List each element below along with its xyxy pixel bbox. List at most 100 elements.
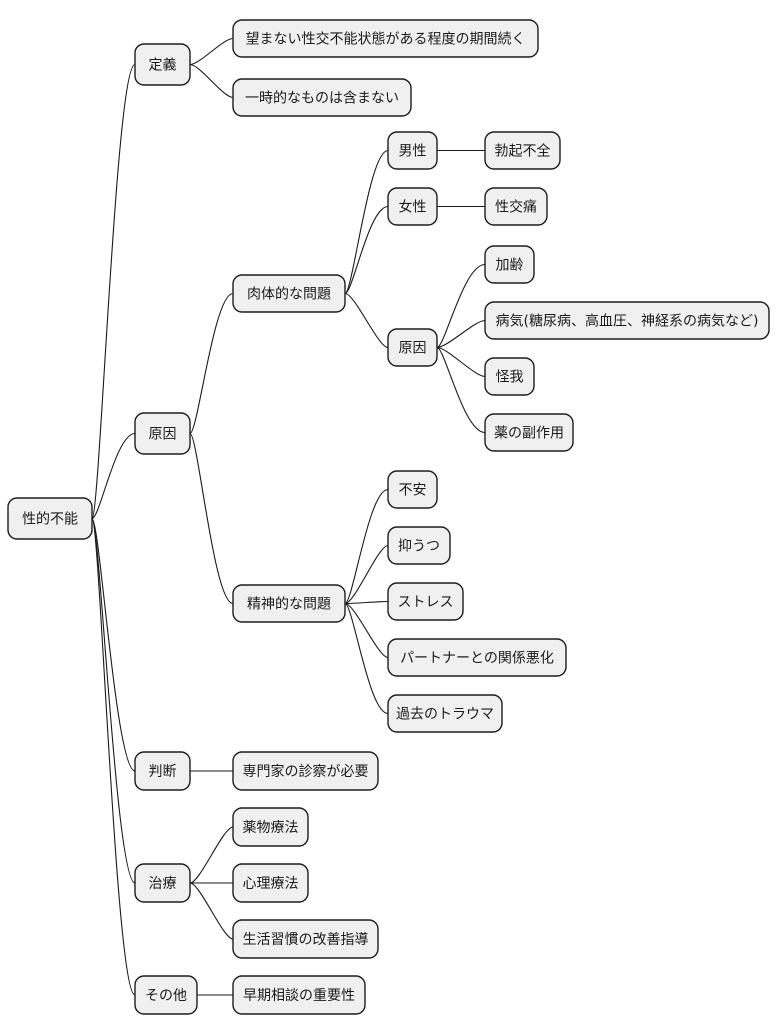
mindmap-node-genin2-1[interactable]: 加齢 <box>484 245 535 284</box>
node-label: 判断 <box>149 764 177 780</box>
mindmap-edge <box>344 602 389 715</box>
node-label: 病気(糖尿病、高血圧、神経系の病気など) <box>496 313 759 330</box>
node-label: 望まない性交不能状態がある程度の期間続く <box>246 31 526 48</box>
node-label: 怪我 <box>496 370 524 386</box>
node-label: 定義 <box>149 57 177 74</box>
node-label: 不安 <box>399 483 427 499</box>
node-label: 生活習慣の改善指導 <box>243 931 369 948</box>
mindmap-edge <box>189 882 234 940</box>
mindmap-node-seishin-3[interactable]: ストレス <box>387 582 464 621</box>
node-shape <box>134 751 191 791</box>
node-shape <box>232 807 309 847</box>
mindmap-node-teigi-2[interactable]: 一時的なものは含まない <box>232 78 412 117</box>
node-label: 原因 <box>399 341 427 357</box>
node-label: 専門家の診察が必要 <box>243 763 369 780</box>
node-label: 性的不能 <box>22 512 78 528</box>
node-shape <box>387 470 438 509</box>
edges-layer <box>91 37 486 996</box>
mindmap-edge <box>189 37 234 66</box>
node-label: 薬物療法 <box>243 819 299 836</box>
mindmap-edge <box>189 432 234 605</box>
mindmap-edge <box>344 488 389 605</box>
mindmap-edge <box>91 432 136 520</box>
node-shape <box>232 975 366 1015</box>
mindmap-node-genin2-3[interactable]: 怪我 <box>484 357 535 396</box>
node-label: 早期相談の重要性 <box>243 988 355 1004</box>
mindmap-node-seishin[interactable]: 精神的な問題 <box>232 584 346 623</box>
mindmap-edge <box>344 205 389 295</box>
node-label: 抑うつ <box>398 539 440 555</box>
mindmap-node-genin2[interactable]: 原因 <box>387 328 438 367</box>
mindmap-edge <box>344 292 389 349</box>
mindmap-node-josei[interactable]: 女性 <box>387 187 438 226</box>
mindmap-node-seishin-2[interactable]: 抑うつ <box>387 526 451 565</box>
mindmap-node-seishin-1[interactable]: 不安 <box>387 470 438 509</box>
node-shape <box>484 187 548 226</box>
node-label: 勃起不全 <box>495 143 551 160</box>
mindmap-edge <box>436 319 486 349</box>
mindmap-node-root[interactable]: 性的不能 <box>7 497 93 540</box>
mindmap-node-chiryo-3[interactable]: 生活習慣の改善指導 <box>232 919 379 959</box>
node-label: パートナーとの関係悪化 <box>400 651 554 667</box>
mindmap-edge <box>436 346 486 378</box>
mindmap-node-genin[interactable]: 原因 <box>134 412 191 455</box>
mindmap-node-handan-1[interactable]: 専門家の診察が必要 <box>232 751 379 791</box>
node-label: 原因 <box>149 427 177 443</box>
mindmap-node-genin2-4[interactable]: 薬の副作用 <box>484 413 574 452</box>
mindmap-edge <box>91 517 136 772</box>
node-label: 過去のトラウマ <box>396 707 494 723</box>
mindmap-node-genin2-2[interactable]: 病気(糖尿病、高血圧、神経系の病気など) <box>484 301 770 340</box>
node-label: ストレス <box>398 595 454 611</box>
node-shape <box>7 497 93 540</box>
node-shape <box>232 919 379 959</box>
node-label: 性交痛 <box>495 199 537 216</box>
node-shape <box>232 751 379 791</box>
node-shape <box>387 638 567 677</box>
mindmap-node-josei-1[interactable]: 性交痛 <box>484 187 548 226</box>
mindmap-node-nikutai[interactable]: 肉体的な問題 <box>232 274 346 313</box>
mindmap-node-teigi-1[interactable]: 望まない性交不能状態がある程度の期間続く <box>232 19 539 58</box>
node-shape <box>484 131 561 170</box>
node-shape <box>134 412 191 455</box>
node-label: 心理療法 <box>243 875 299 892</box>
mindmap-node-sonota-1[interactable]: 早期相談の重要性 <box>232 975 366 1015</box>
node-label: 薬の副作用 <box>494 426 564 442</box>
mindmap-edge <box>344 544 389 605</box>
mindmap-edge <box>91 63 136 520</box>
node-label: 女性 <box>399 199 427 216</box>
mindmap-edge <box>91 517 136 996</box>
mindmap-node-teigi[interactable]: 定義 <box>134 43 191 86</box>
mindmap-node-seishin-5[interactable]: 過去のトラウマ <box>387 694 503 733</box>
mindmap-edge <box>436 346 486 434</box>
node-shape <box>484 357 535 396</box>
mindmap-node-dansei-1[interactable]: 勃起不全 <box>484 131 561 170</box>
mindmap-node-dansei[interactable]: 男性 <box>387 131 438 170</box>
node-label: 精神的な問題 <box>247 597 331 613</box>
node-shape <box>134 863 191 903</box>
node-label: 治療 <box>149 875 177 892</box>
node-shape <box>387 694 503 733</box>
mindmap-node-sonota[interactable]: その他 <box>134 975 198 1015</box>
node-label: その他 <box>145 988 187 1004</box>
node-shape <box>484 301 770 340</box>
node-label: 一時的なものは含まない <box>245 91 399 107</box>
mindmap-node-chiryo-2[interactable]: 心理療法 <box>232 863 309 903</box>
node-shape <box>387 328 438 367</box>
mindmap-edge <box>344 602 389 659</box>
node-shape <box>134 43 191 86</box>
mindmap-node-chiryo-1[interactable]: 薬物療法 <box>232 807 309 847</box>
node-shape <box>484 245 535 284</box>
mindmap-edge <box>189 826 234 884</box>
node-shape <box>232 19 539 58</box>
mindmap-node-seishin-4[interactable]: パートナーとの関係悪化 <box>387 638 567 677</box>
mindmap-edge <box>344 600 389 605</box>
node-shape <box>387 187 438 226</box>
node-label: 加齢 <box>496 258 524 274</box>
node-shape <box>484 413 574 452</box>
mindmap-node-chiryo[interactable]: 治療 <box>134 863 191 903</box>
mindmap-node-handan[interactable]: 判断 <box>134 751 191 791</box>
node-shape <box>387 582 464 621</box>
